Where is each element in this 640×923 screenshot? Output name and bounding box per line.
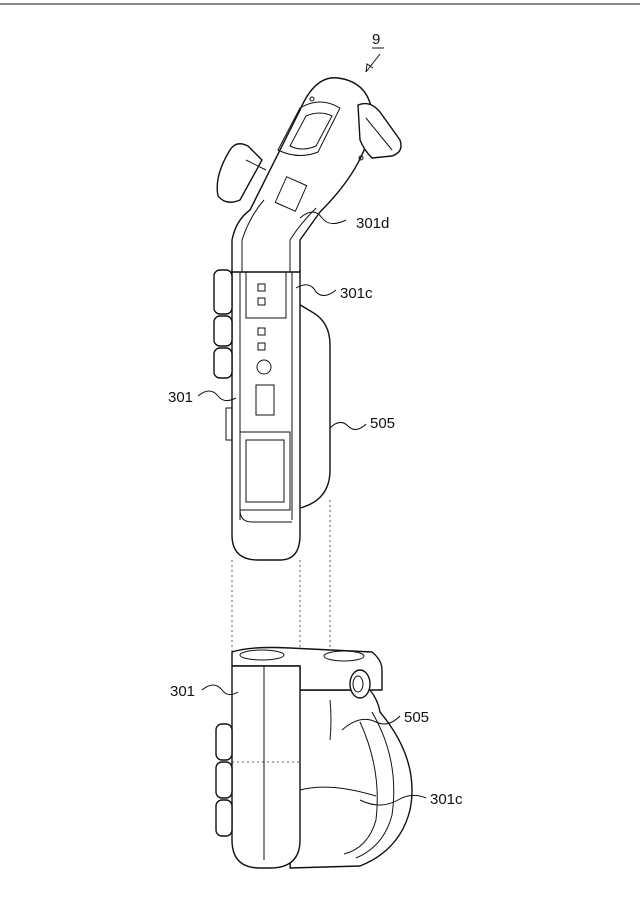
side-button-2: [214, 316, 232, 346]
label-505-lower: 505: [404, 709, 429, 726]
label-301-lower: 301: [170, 683, 195, 700]
ref-arrow-shaft: [366, 54, 380, 72]
label-301-upper: 301: [168, 389, 193, 406]
label-505-upper: 505: [370, 415, 395, 432]
side-button-3: [214, 348, 232, 378]
side-button-1: [214, 270, 232, 314]
figure-reference: 9: [366, 31, 384, 72]
trigger-button: [358, 104, 401, 158]
leader-505-upper: [330, 422, 366, 429]
analog-stick: [217, 144, 262, 203]
side-notch: [226, 408, 232, 440]
leader-301c-upper: [296, 285, 336, 296]
label-301d: 301d: [356, 215, 389, 232]
leader-301-upper: [198, 391, 236, 401]
lower-view: 301 505 301c: [170, 648, 463, 869]
lower-side-button-2: [216, 762, 232, 798]
lower-side-button-3: [216, 800, 232, 836]
label-301c-lower: 301c: [430, 791, 463, 808]
label-301c-upper: 301c: [340, 285, 373, 302]
figure-ref-number: 9: [372, 31, 380, 48]
controller-body-301-lower: [232, 666, 300, 868]
upper-view: 301d 301c 301 505: [168, 78, 401, 560]
lower-side-button-1: [216, 724, 232, 760]
